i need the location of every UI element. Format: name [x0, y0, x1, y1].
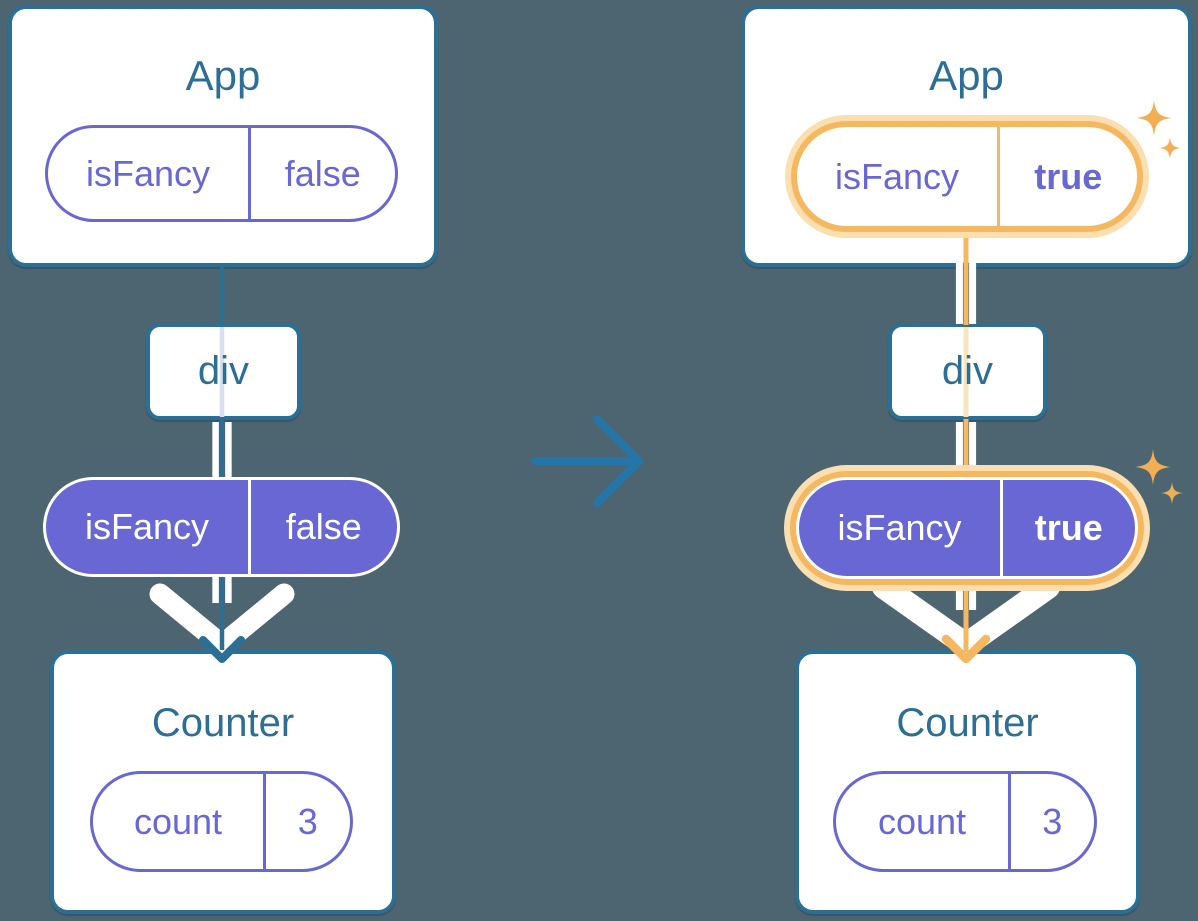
after-counter-title: Counter: [896, 701, 1039, 745]
before-div-title: div: [197, 349, 250, 393]
pill-divider: [1008, 774, 1011, 869]
pill-divider: [263, 774, 266, 869]
after-white-chevron-arrow: [872, 575, 1060, 657]
transition-arrow-icon: [531, 415, 643, 507]
state-key-label: count: [133, 800, 223, 842]
state-key-label: isFancy: [85, 152, 211, 194]
sparkles-icon-middle: [1135, 449, 1184, 505]
after-app-title: App: [929, 52, 1004, 99]
state-value-label: false: [284, 152, 361, 194]
prop-key-label: isFancy: [837, 507, 962, 548]
before-counter-title: Counter: [151, 701, 295, 745]
state-value-label: true: [1034, 155, 1103, 197]
prop-key-label: isFancy: [84, 506, 210, 547]
pill-divider: [248, 480, 251, 574]
pill-divider: [248, 128, 251, 219]
after-counter-state-pill: count 3: [833, 771, 1097, 872]
state-key-label: isFancy: [834, 155, 960, 197]
before-app-title: App: [185, 52, 261, 99]
state-value-label: 3: [297, 800, 318, 842]
before-app-state-pill: isFancy false: [45, 125, 398, 222]
before-counter-state-pill: count 3: [90, 771, 353, 872]
before-white-chevron-arrow: [149, 583, 295, 656]
sparkle-large: [1135, 449, 1171, 485]
after-prop-pill-highlighted: isFancy true: [796, 477, 1138, 579]
prop-value-label: false: [285, 506, 362, 547]
prop-value-label: true: [1034, 507, 1103, 548]
after-div-title: div: [941, 349, 994, 393]
before-prop-pill: isFancy false: [43, 477, 400, 577]
transition-arrow-head: [593, 415, 643, 507]
pill-divider: [1000, 480, 1003, 576]
sparkle-small: [1160, 481, 1184, 505]
state-key-label: count: [877, 800, 967, 842]
state-value-label: 3: [1042, 800, 1063, 842]
pill-divider: [997, 127, 1000, 226]
after-app-state-pill-highlighted: isFancy true: [791, 121, 1143, 232]
